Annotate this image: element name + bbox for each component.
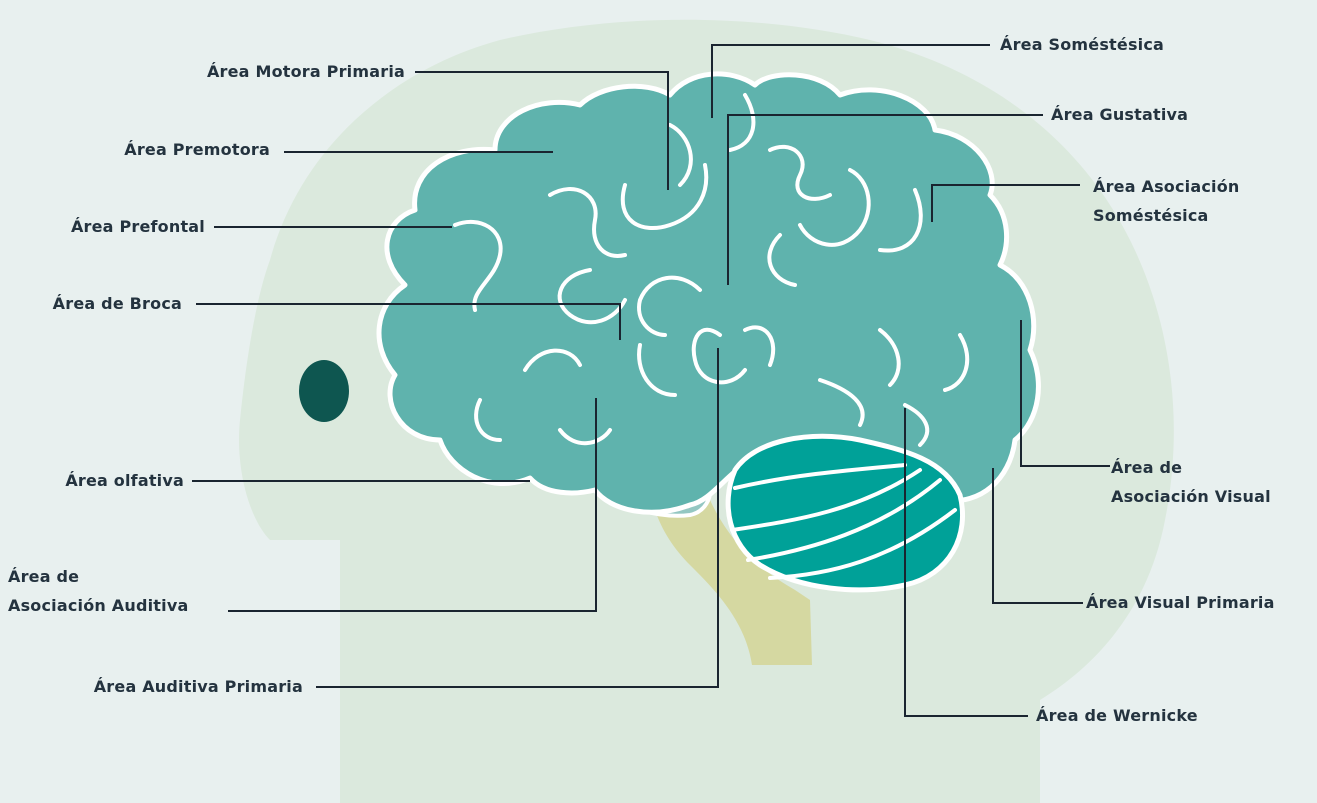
label-auditiva-primaria: Área Auditiva Primaria — [93, 677, 303, 696]
label-asoc-auditiva-line2: Asociación Auditiva — [8, 596, 189, 615]
label-olfativa: Área olfativa — [65, 471, 184, 490]
label-prefontal: Área Prefontal — [70, 217, 205, 236]
label-motora-primaria: Área Motora Primaria — [206, 62, 405, 81]
label-asoc-auditiva: Área de Asociación Auditiva — [8, 562, 188, 620]
leader-gustativa — [727, 114, 1043, 285]
label-asoc-somestesica: Área Asociación Soméstésica — [1093, 172, 1240, 230]
label-asoc-visual-line2: Asociación Visual — [1111, 487, 1271, 506]
label-premotora: Área Premotora — [124, 140, 270, 159]
leader-somestesica — [711, 44, 990, 118]
label-broca: Área de Broca — [52, 294, 182, 313]
label-asoc-visual-line1: Área de — [1111, 458, 1183, 477]
leader-auditiva-primaria — [316, 348, 719, 688]
label-wernicke: Área de Wernicke — [1036, 706, 1198, 725]
leader-motora-primaria — [415, 71, 669, 190]
label-asoc-somestesica-line2: Soméstésica — [1093, 206, 1209, 225]
leader-asoc-somestesica — [931, 184, 1080, 222]
cerebellum — [725, 433, 966, 593]
leader-wernicke — [904, 408, 1028, 717]
leader-broca — [196, 303, 621, 340]
leader-asoc-auditiva — [228, 398, 597, 612]
leader-asoc-visual — [1020, 320, 1110, 467]
leader-visual-primaria — [992, 468, 1083, 604]
label-asoc-somestesica-line1: Área Asociación — [1093, 177, 1240, 196]
label-asoc-visual: Área de Asociación Visual — [1111, 453, 1271, 511]
label-somestesica: Área Soméstésica — [1000, 35, 1165, 54]
label-visual-primaria: Área Visual Primaria — [1086, 593, 1275, 612]
label-asoc-auditiva-line1: Área de — [8, 567, 80, 586]
cerebrum — [376, 71, 1041, 522]
brainstem — [650, 488, 812, 665]
label-gustativa: Área Gustativa — [1051, 105, 1189, 124]
eye — [299, 360, 349, 422]
